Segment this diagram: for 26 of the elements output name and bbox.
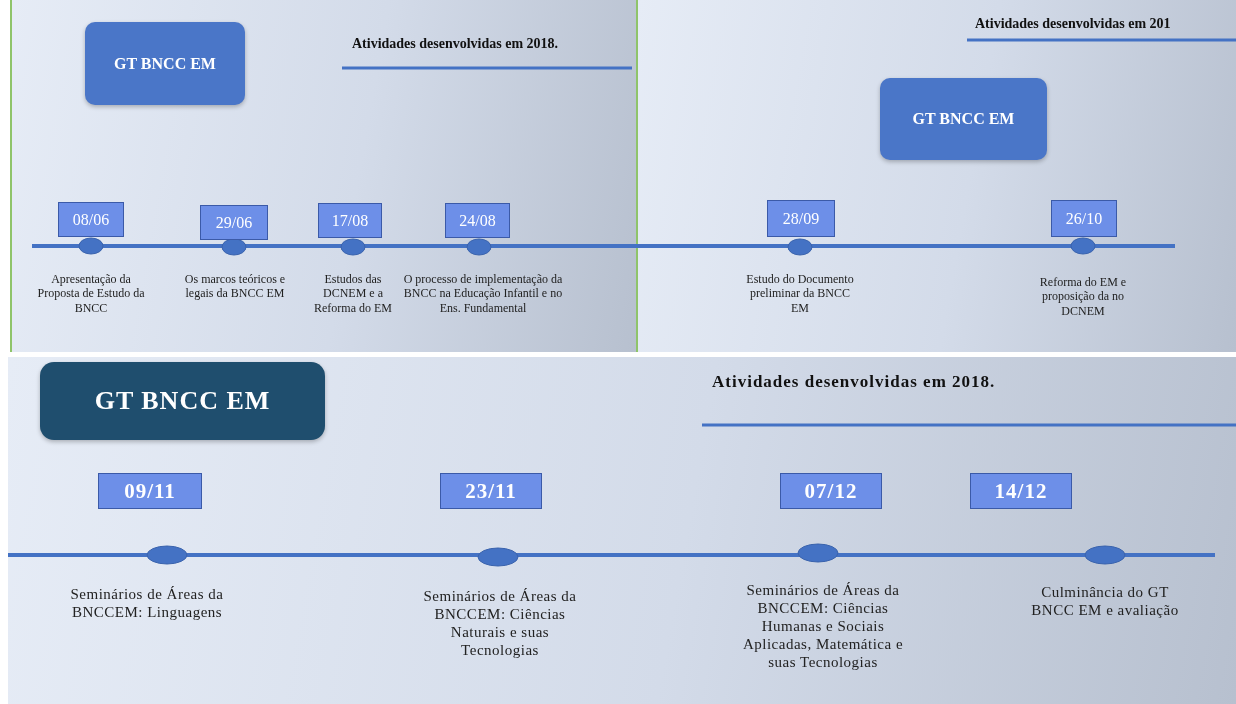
event-description: Estudo do Documento preliminar da BNCC EM	[745, 272, 855, 316]
date-label: 09/11	[98, 473, 202, 509]
date-label: 08/06	[58, 202, 124, 237]
event-description: Os marcos teóricos e legais da BNCC EM	[184, 272, 286, 301]
title-box: GT BNCC EM	[40, 362, 325, 440]
title-box: GT BNCC EM	[85, 22, 245, 105]
heading-text: Atividades desenvolvidas em 2018.	[352, 36, 559, 52]
date-label: 26/10	[1051, 200, 1117, 237]
title-box: GT BNCC EM	[880, 78, 1047, 160]
event-description: Culminância do GT BNCC EM e avaliação	[1030, 583, 1180, 619]
event-description: Seminários de Áreas da BNCCEM: Linguagens	[69, 585, 225, 621]
event-description: Seminários de Áreas da BNCCEM: Ciências Naturais e suas Tecnologias	[422, 587, 578, 659]
event-description: Reforma do EM e proposição da no DCNEM	[1038, 275, 1128, 319]
heading-text: Atividades desenvolvidas em 201	[975, 16, 1171, 32]
date-label: 24/08	[445, 203, 510, 238]
event-description: Estudos das DCNEM e a Reforma do EM	[313, 272, 393, 316]
date-label: 23/11	[440, 473, 542, 509]
date-label: 07/12	[780, 473, 882, 509]
date-label: 14/12	[970, 473, 1072, 509]
date-label: 29/06	[200, 205, 268, 240]
heading-text: Atividades desenvolvidas em 2018.	[712, 372, 996, 392]
event-description: O processo de implementação da BNCC na Educação Infantil e no Ens. Fundamental	[402, 272, 564, 316]
date-label: 17/08	[318, 203, 382, 238]
event-description: Seminários de Áreas da BNCCEM: Ciências Humanas e Sociais Aplicadas, Matemática e suas Tecnologias	[741, 581, 905, 671]
event-description: Apresentação da Proposta de Estudo da BNCC	[36, 272, 146, 316]
date-label: 28/09	[767, 200, 835, 237]
